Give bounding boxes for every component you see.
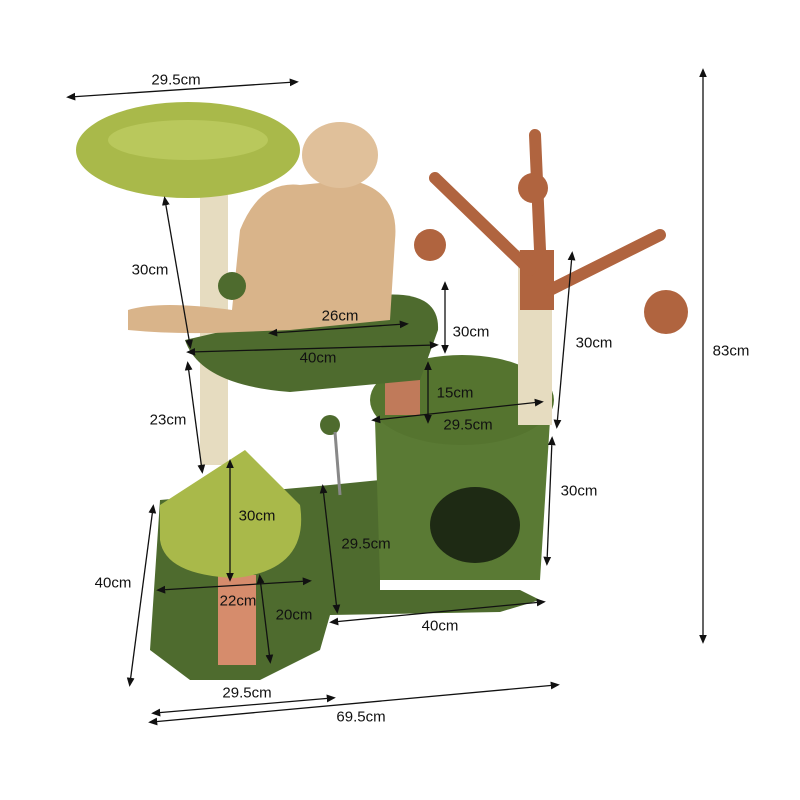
dim-total-width: 69.5cm	[336, 708, 386, 726]
dim-middle-post-height: 23cm	[149, 411, 187, 429]
dim-lower-post-height: 20cm	[275, 606, 313, 624]
dim-total-height: 83cm	[712, 342, 750, 360]
dim-top-post-height: 30cm	[131, 261, 169, 279]
dim-condo-post-height: 15cm	[436, 384, 474, 402]
spring-ball	[320, 415, 340, 435]
dim-top-perch-width: 29.5cm	[151, 71, 201, 89]
hanging-ball	[644, 290, 688, 334]
pom-pom-ball	[218, 272, 246, 300]
dim-platform-inner-width: 26cm	[321, 307, 359, 325]
condo-entrance	[430, 487, 520, 563]
dim-leaf-step-depth: 30cm	[238, 507, 276, 525]
dim-base-right-width: 40cm	[421, 617, 459, 635]
top-perch-bed	[108, 120, 268, 160]
dimension-lines	[66, 68, 707, 726]
dim-platform-width: 40cm	[299, 349, 337, 367]
dim-condo-top-width: 29.5cm	[443, 416, 493, 434]
dim-platform-depth: 30cm	[452, 323, 490, 341]
hanging-ball	[414, 229, 446, 261]
dim-base-depth: 29.5cm	[341, 535, 391, 553]
hanging-ball	[518, 173, 548, 203]
dim-condo-height: 30cm	[560, 482, 598, 500]
dim-base-left-width: 29.5cm	[222, 684, 272, 702]
lower-post	[218, 575, 256, 665]
dim-leaf-step-width: 22cm	[219, 592, 257, 610]
dim-base-left-depth: 40cm	[94, 574, 132, 592]
dim-tree-post-height: 30cm	[575, 334, 613, 352]
cat	[128, 122, 396, 334]
